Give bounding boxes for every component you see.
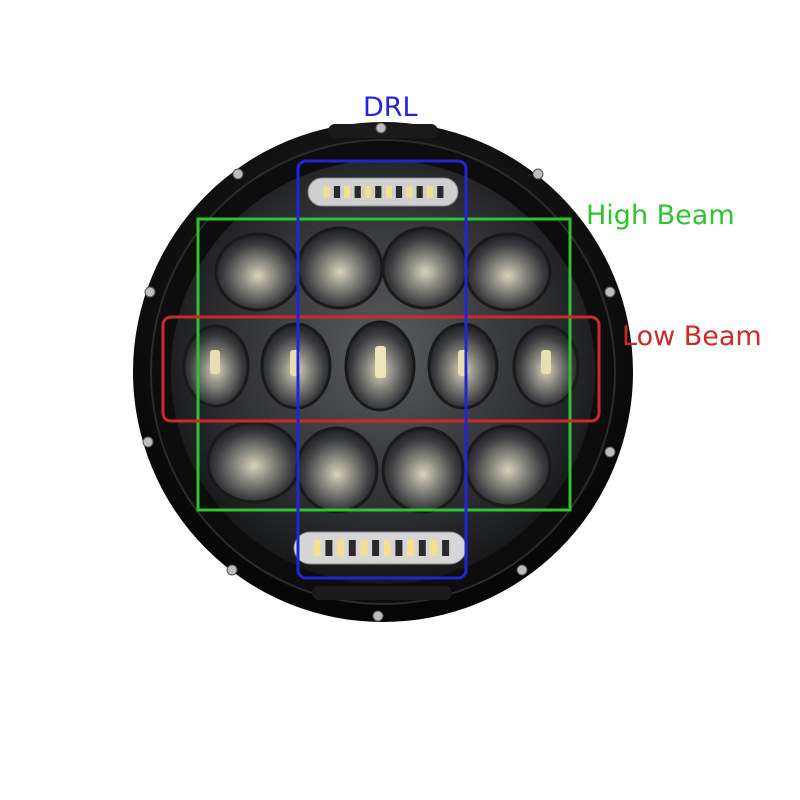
drl-led-segment [385, 186, 392, 198]
low-beam-label: Low Beam [622, 321, 762, 352]
screw-icon [372, 610, 384, 622]
screw-icon [604, 286, 616, 298]
high-beam-zone [196, 217, 572, 512]
drl-led-segment [313, 540, 321, 556]
bottom-tab [312, 586, 452, 600]
screw-icon [532, 168, 544, 180]
drl-led-segment [364, 186, 372, 198]
housing-screws [142, 122, 616, 622]
drl-led-segment [375, 186, 382, 198]
screw-icon [375, 122, 387, 134]
reflector-lens [206, 420, 302, 504]
drl-led-segment [426, 186, 434, 198]
reflector-lens [214, 232, 302, 312]
led-reflectors [182, 226, 580, 514]
drl-led-segment [395, 540, 403, 556]
reflector-lens [295, 426, 379, 514]
screw-icon [226, 564, 238, 576]
drl-label: DRL [363, 92, 418, 123]
drl-led-segment [416, 186, 423, 198]
drl-led-segment [337, 540, 345, 556]
reflector-lens [381, 426, 465, 514]
drl-led-segment [344, 186, 351, 198]
high-beam-label: High Beam [586, 200, 735, 231]
drl-led-segment [442, 540, 450, 556]
drl-led-segment [383, 540, 391, 556]
drl-led-segment [323, 186, 330, 198]
drl-zone [296, 159, 468, 580]
drl-led-segment [395, 186, 403, 198]
drl-led-segment [430, 540, 438, 556]
drl-led-segment [360, 540, 368, 556]
low-beam-zone [161, 315, 601, 423]
screw-icon [142, 436, 154, 448]
drl-strip-top [307, 177, 459, 207]
reflector-lens [464, 424, 552, 508]
reflector-lens [296, 226, 384, 310]
drl-led-segment [437, 186, 444, 198]
drl-led-segment [348, 540, 356, 556]
drl-led-segment [333, 186, 341, 198]
drl-strip-bottom [293, 531, 467, 565]
reflector-lens [381, 226, 469, 310]
screw-icon [604, 446, 616, 458]
drl-led-segment [325, 540, 333, 556]
drl-led-segment [372, 540, 380, 556]
screw-icon [144, 286, 156, 298]
drl-led-segment [418, 540, 426, 556]
drl-led-segment [406, 186, 413, 198]
drl-led-segment [354, 186, 361, 198]
led-chip [541, 350, 551, 374]
drl-led-segment [407, 540, 415, 556]
led-chip [375, 346, 386, 378]
led-chip [210, 350, 220, 374]
screw-icon [516, 564, 528, 576]
reflector-lens [464, 232, 552, 312]
screw-icon [232, 168, 244, 180]
